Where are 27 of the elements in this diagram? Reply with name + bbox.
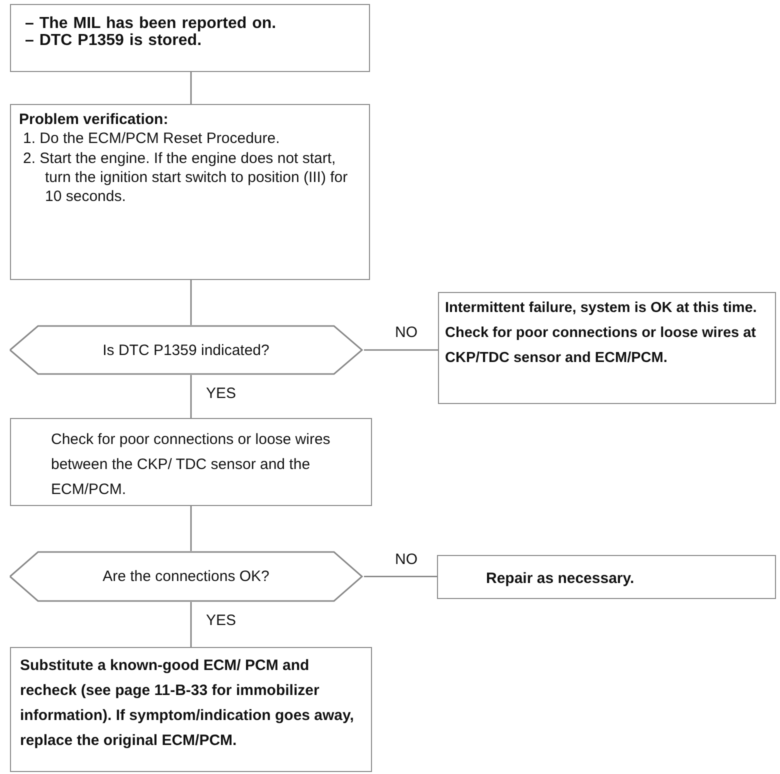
connector-line bbox=[190, 280, 192, 325]
condition-item: – The MIL has been reported on. bbox=[25, 15, 278, 32]
result-text: Substitute a known-good ECM/ PCM and recheck (see page 11-B-33 for immobilizer information). If symptom/indication goes away, replace the original ECM/PCM. bbox=[20, 656, 355, 751]
decision-hexagon bbox=[8, 551, 364, 602]
connector-line bbox=[190, 506, 192, 551]
procedure-box bbox=[10, 104, 370, 280]
connector-line bbox=[190, 72, 192, 104]
result-box bbox=[10, 647, 372, 772]
connector-line bbox=[364, 576, 437, 578]
process-text: Check for poor connections or loose wires between the CKP/ TDC sensor and the ECM/PCM. bbox=[51, 430, 332, 500]
process-box bbox=[10, 418, 372, 506]
connector-line bbox=[364, 349, 438, 351]
result-box bbox=[438, 292, 776, 404]
result-text: Intermittent failure, system is OK at this time. Check for poor connections or loose wires at CKP/TDC sensor and ECM/PCM. bbox=[445, 299, 758, 368]
connector-line bbox=[190, 375, 192, 418]
decision-hexagon bbox=[8, 325, 364, 375]
condition-box bbox=[10, 4, 370, 72]
condition-item: – DTC P1359 is stored. bbox=[25, 32, 203, 49]
procedure-step: 2. Start the engine. If the engine does not start, turn the ignition start switch to position (III) for 10 seconds. bbox=[23, 149, 363, 206]
branch-label: NO bbox=[394, 550, 418, 568]
result-box bbox=[437, 555, 776, 599]
decision-question: Is DTC P1359 indicated? bbox=[102, 342, 270, 358]
result-text: Repair as necessary. bbox=[486, 569, 636, 589]
decision-question: Are the connections OK? bbox=[102, 568, 270, 585]
procedure-heading: Problem verification: bbox=[19, 111, 170, 128]
procedure-step: 1. Do the ECM/PCM Reset Procedure. bbox=[23, 129, 363, 148]
connector-line bbox=[190, 602, 192, 647]
